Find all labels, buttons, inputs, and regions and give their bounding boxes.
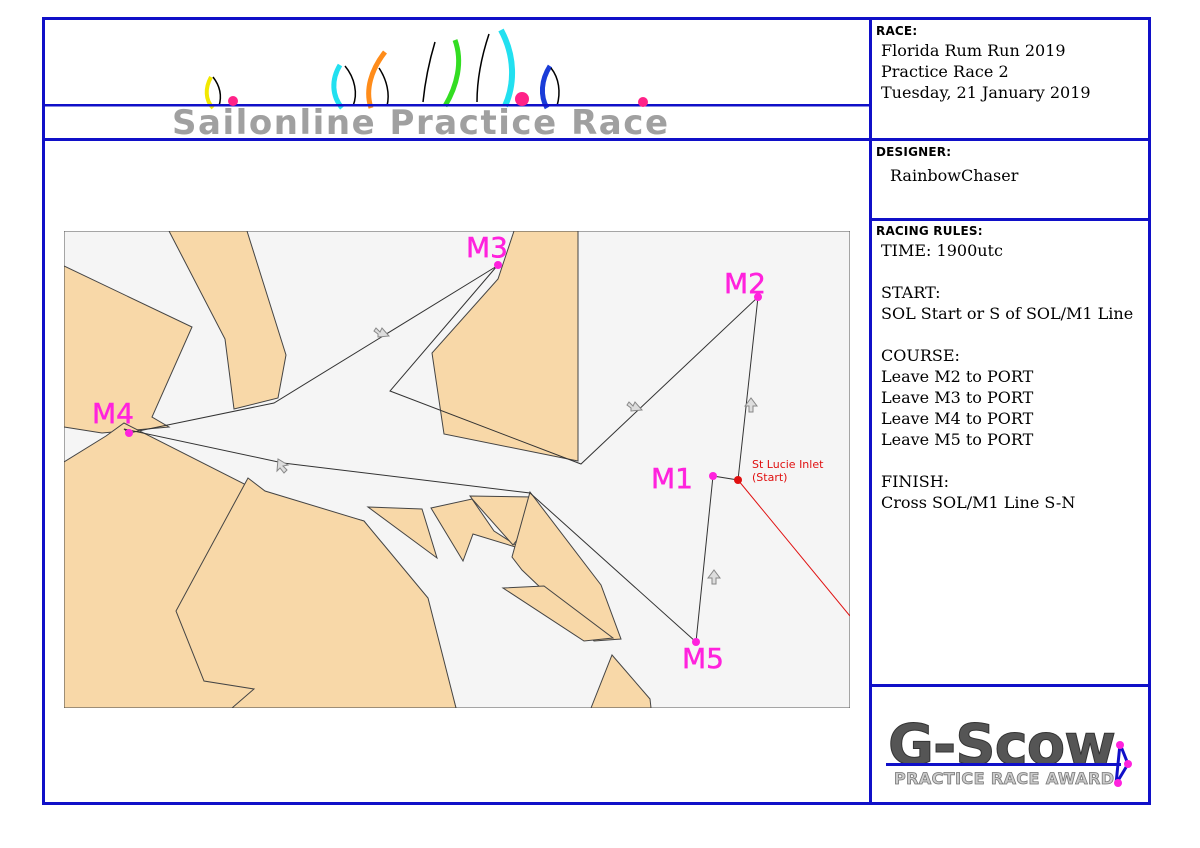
race-label: RACE: [876, 24, 918, 38]
arrow-icon [626, 401, 644, 412]
mark-label-m4: M4 [92, 397, 134, 430]
rules-divider [872, 684, 1148, 687]
rules-label: RACING RULES: [876, 224, 983, 238]
land-areas [64, 231, 652, 708]
banner: Sailonline Practice Race [45, 20, 869, 143]
rules-line: COURSE: [881, 346, 960, 365]
race-name: Florida Rum Run 2019 [881, 41, 1066, 60]
mark-label-m2: M2 [724, 267, 766, 300]
start-line [737, 479, 850, 617]
rules-line: START: [881, 283, 941, 302]
start-marker[interactable] [734, 476, 742, 484]
mark-m2[interactable] [754, 293, 762, 301]
course-arrows [276, 327, 758, 585]
rules-line [881, 261, 1148, 282]
column-divider [869, 17, 872, 805]
award-graphic: G-Scow PRACTICE RACE AWARD [886, 713, 1132, 788]
page-frame [42, 17, 1151, 805]
rules-line: TIME: 1900utc [881, 241, 1003, 260]
rules-line: SOL Start or S of SOL/M1 Line [881, 304, 1134, 323]
mark-label-m1: M1 [651, 462, 693, 495]
start-label: St Lucie Inlet [752, 458, 824, 471]
rules-line: Leave M5 to PORT [881, 430, 1034, 449]
race-info: Florida Rum Run 2019 Practice Race 2 Tue… [881, 40, 1148, 103]
arrow-icon [276, 458, 290, 474]
rules-line: Leave M3 to PORT [881, 388, 1034, 407]
mark-label-m5: M5 [682, 642, 724, 675]
rules-line [881, 324, 1148, 345]
race-date: Tuesday, 21 January 2019 [881, 83, 1091, 102]
award-subtitle: PRACTICE RACE AWARD [894, 769, 1114, 788]
mark-m3[interactable] [494, 261, 502, 269]
designer-divider [872, 218, 1148, 221]
arrow-icon [744, 397, 758, 413]
mark-m4[interactable] [125, 429, 133, 437]
race-divider [872, 138, 1148, 141]
rules-line: Leave M4 to PORT [881, 409, 1034, 428]
arrow-icon [373, 327, 391, 338]
sail-logo [45, 28, 869, 110]
award-logo-text: G-Scow [888, 713, 1116, 778]
rules-line: FINISH: [881, 472, 950, 491]
banner-graphic: Sailonline Practice Race [45, 28, 869, 143]
arrow-icon [707, 569, 721, 585]
race-subtitle: Practice Race 2 [881, 62, 1009, 81]
race-panel: RACE: Florida Rum Run 2019 Practice Race… [872, 24, 1148, 103]
award-logo: G-Scow PRACTICE RACE AWARD [872, 688, 1148, 802]
mark-label-m3: M3 [466, 231, 508, 264]
start-label-sub: (Start) [752, 471, 787, 484]
rules-line [881, 450, 1148, 471]
header-divider [42, 138, 872, 141]
rules-panel: RACING RULES: TIME: 1900utc START: SOL S… [872, 224, 1148, 513]
rules-text: TIME: 1900utc START: SOL Start or S of S… [881, 240, 1148, 513]
mark-m5[interactable] [692, 638, 700, 646]
designer-name: RainbowChaser [890, 166, 1019, 185]
banner-title: Sailonline Practice Race [172, 103, 668, 138]
rules-line: Leave M2 to PORT [881, 367, 1034, 386]
rules-line: Cross SOL/M1 Line S-N [881, 493, 1076, 512]
designer-label: DESIGNER: [876, 145, 952, 159]
designer-panel: DESIGNER: RainbowChaser [872, 145, 1148, 186]
mark-m1[interactable] [709, 472, 717, 480]
